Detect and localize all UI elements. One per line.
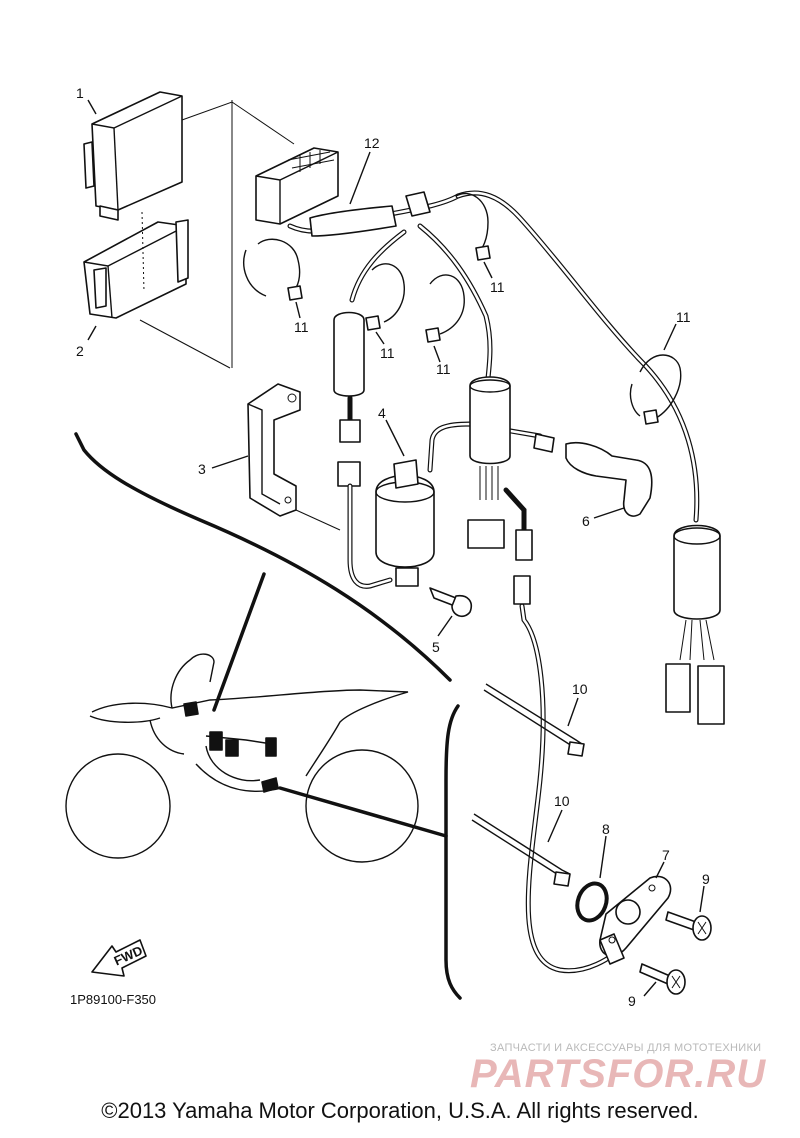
cable-tie	[629, 354, 682, 425]
callout-12: 12	[364, 135, 380, 151]
cable-band	[471, 813, 571, 887]
wire-harness	[287, 190, 700, 523]
callout-10-lower: 10	[554, 793, 570, 809]
motorcycle-location-illustration	[65, 653, 419, 863]
callout-11-e: 11	[676, 309, 691, 325]
callout-1: 1	[76, 85, 84, 101]
pickup-lead	[467, 376, 533, 561]
harness-connector	[255, 147, 339, 225]
callout-6: 6	[582, 513, 590, 529]
cdi-unit	[83, 91, 183, 221]
watermark-logo: PARTSFOR.RU	[470, 1052, 767, 1096]
callout-11-d: 11	[436, 361, 451, 377]
forward-arrow-icon: FWD	[91, 939, 147, 977]
cable-tie	[455, 192, 491, 261]
callout-11-b: 11	[294, 319, 309, 335]
diagram-part-code: 1P89100-F350	[70, 992, 156, 1007]
cable-tie	[365, 263, 405, 331]
spark-plug-cap	[533, 433, 653, 517]
rectifier-lead	[333, 311, 393, 589]
o-ring	[575, 881, 609, 923]
copyright-notice: ©2013 Yamaha Motor Corporation, U.S.A. A…	[101, 1098, 699, 1123]
callout-2: 2	[76, 343, 84, 359]
callout-3: 3	[198, 461, 206, 477]
callout-9-lower: 9	[628, 993, 636, 1009]
callout-11-c: 11	[380, 345, 395, 361]
callout-7: 7	[662, 847, 670, 863]
screw	[665, 911, 712, 941]
screw	[639, 963, 686, 995]
cable-band	[483, 683, 585, 757]
callout-5: 5	[432, 639, 440, 655]
cable-tie	[425, 274, 465, 343]
sensor-wire	[513, 575, 629, 974]
cdi-bracket	[83, 219, 189, 319]
stator-lead	[665, 524, 725, 725]
callout-4: 4	[378, 405, 386, 421]
callout-8: 8	[602, 821, 610, 837]
callout-9-upper: 9	[702, 871, 710, 887]
callout-11-a: 11	[490, 279, 505, 295]
bolt	[429, 587, 472, 618]
coil-bracket	[247, 383, 301, 517]
sensor-plate	[599, 875, 672, 965]
cable-tie	[243, 238, 303, 301]
callout-10-upper: 10	[572, 681, 588, 697]
watermark-tagline: ЗАПЧАСТИ И АКСЕССУАРЫ ДЛЯ МОТОТЕХНИКИ	[490, 1042, 762, 1054]
